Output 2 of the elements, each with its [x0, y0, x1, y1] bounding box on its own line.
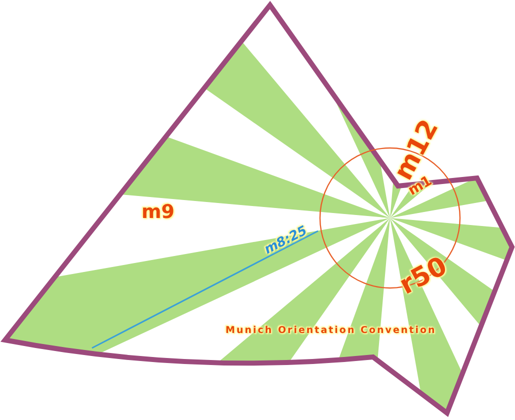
dimension-label: m9 [142, 202, 175, 222]
dimension-label: r50 [395, 253, 451, 299]
